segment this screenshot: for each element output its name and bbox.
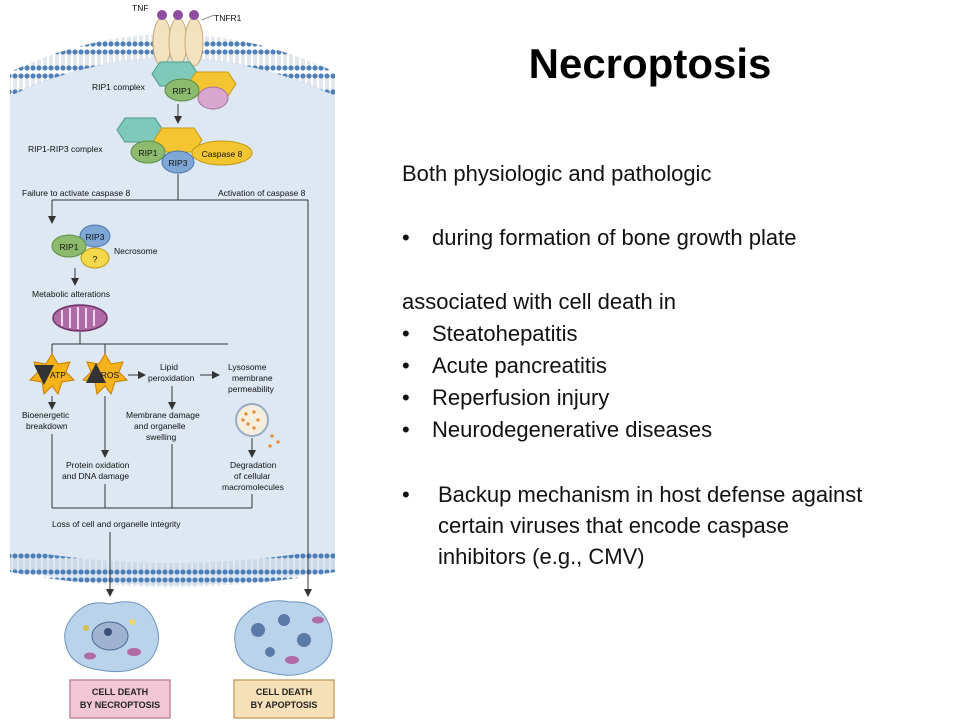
rip3-node-label: RIP3 (169, 158, 188, 168)
association-heading: associated with cell death in (402, 289, 676, 314)
membrane-damage-label-3: swelling (146, 432, 177, 442)
tnf-receptor: TNF TNFR1 (132, 3, 242, 67)
lipid-label-2: peroxidation (148, 373, 195, 383)
lysosome-label-3: permeability (228, 384, 275, 394)
ros-label: ROS (101, 370, 120, 380)
slide-title: Necroptosis (528, 40, 772, 87)
necroptosis-outcome-box: CELL DEATH BY NECROPTOSIS (69, 679, 171, 719)
tnf-label: TNF (132, 3, 149, 13)
backup-line-1: Backup mechanism in host defense against (438, 482, 863, 507)
cell-membrane (0, 34, 335, 587)
loss-integrity-label: Loss of cell and organelle integrity (52, 519, 181, 529)
necrosome-question-label: ? (93, 254, 98, 264)
list-item: Steatohepatitis (402, 318, 942, 350)
physiologic-list: during formation of bone growth plate (402, 222, 942, 254)
membrane-damage-label-1: Membrane damage (126, 410, 200, 420)
tnfr1-label: TNFR1 (214, 13, 242, 23)
caspase8-node-label: Caspase 8 (202, 149, 243, 159)
necroptosis-pathway-diagram: TNF TNFR1 RIP1 RIP1 complex Caspase 8 RI… (0, 3, 335, 719)
bioenergetic-label-2: breakdown (26, 421, 68, 431)
membrane-damage-label-2: and organelle (134, 421, 186, 431)
activation-caspase8-label: Activation of caspase 8 (218, 188, 306, 198)
ros-burst: ROS (81, 353, 129, 396)
merge-lines (51, 434, 253, 597)
list-item: Neurodegenerative diseases (402, 414, 942, 446)
tnf-ligand-icon (157, 10, 167, 20)
list-item: Acute pancreatitis (402, 350, 942, 382)
failure-caspase8-label: Failure to activate caspase 8 (22, 188, 130, 198)
lipid-label-1: Lipid (160, 362, 178, 372)
apoptosis-outcome-box: CELL DEATH BY APOPTOSIS (233, 679, 335, 719)
lysosome-label-2: membrane (232, 373, 273, 383)
backup-line-2: certain viruses that encode caspase (438, 513, 789, 538)
protein-oxidation-label-2: and DNA damage (62, 471, 129, 481)
necroptotic-cell-icon (64, 601, 159, 673)
degradation-label-2: of cellular (234, 471, 271, 481)
necroptosis-box-line1: CELL DEATH (92, 687, 148, 697)
rip1-rip3-complex-label: RIP1-RIP3 complex (28, 144, 103, 154)
mitochondrion-icon (52, 304, 108, 332)
rip1-node-label-2: RIP1 (139, 148, 158, 158)
necrosome-rip3-label: RIP3 (86, 232, 105, 242)
apoptotic-cell-icon (234, 600, 333, 676)
list-item: Reperfusion injury (402, 382, 942, 414)
protein-oxidation-label-1: Protein oxidation (66, 460, 130, 470)
rip1-complex-label: RIP1 complex (92, 82, 146, 92)
backup-list: Backup mechanism in host defense against… (402, 479, 942, 572)
rip1-complex: RIP1 RIP1 complex (92, 61, 237, 110)
list-item: during formation of bone growth plate (402, 222, 942, 254)
disease-list: Steatohepatitis Acute pancreatitis Reper… (402, 318, 942, 446)
lysosome-icon (235, 403, 280, 448)
atp-burst: ATP (28, 353, 76, 396)
metabolic-alterations-label: Metabolic alterations (32, 289, 110, 299)
degradation-label-1: Degradation (230, 460, 277, 470)
necrosome-label: Necrosome (114, 246, 158, 256)
branch-arrows: Failure to activate caspase 8 Activation… (22, 174, 312, 597)
bioenergetic-label-1: Bioenergetic (22, 410, 70, 420)
apoptosis-box-line2: BY APOPTOSIS (251, 700, 318, 710)
rip1-rip3-complex: Caspase 8 RIP1 RIP3 RIP1-RIP3 complex (28, 117, 253, 174)
atp-label: ATP (50, 370, 66, 380)
degradation-label-3: macromolecules (222, 482, 284, 492)
necrosome-rip1-label: RIP1 (60, 242, 79, 252)
apoptosis-box-line1: CELL DEATH (256, 687, 312, 697)
rip1-node-label: RIP1 (173, 86, 192, 96)
backup-line-3: inhibitors (e.g., CMV) (438, 544, 645, 569)
necrosome: RIP3 ? RIP1 Necrosome (51, 224, 158, 269)
intro-text: Both physiologic and pathologic (402, 161, 712, 186)
list-item: Backup mechanism in host defense against… (402, 479, 942, 572)
lysosome-label-1: Lysosome (228, 362, 267, 372)
necroptosis-box-line2: BY NECROPTOSIS (80, 700, 160, 710)
